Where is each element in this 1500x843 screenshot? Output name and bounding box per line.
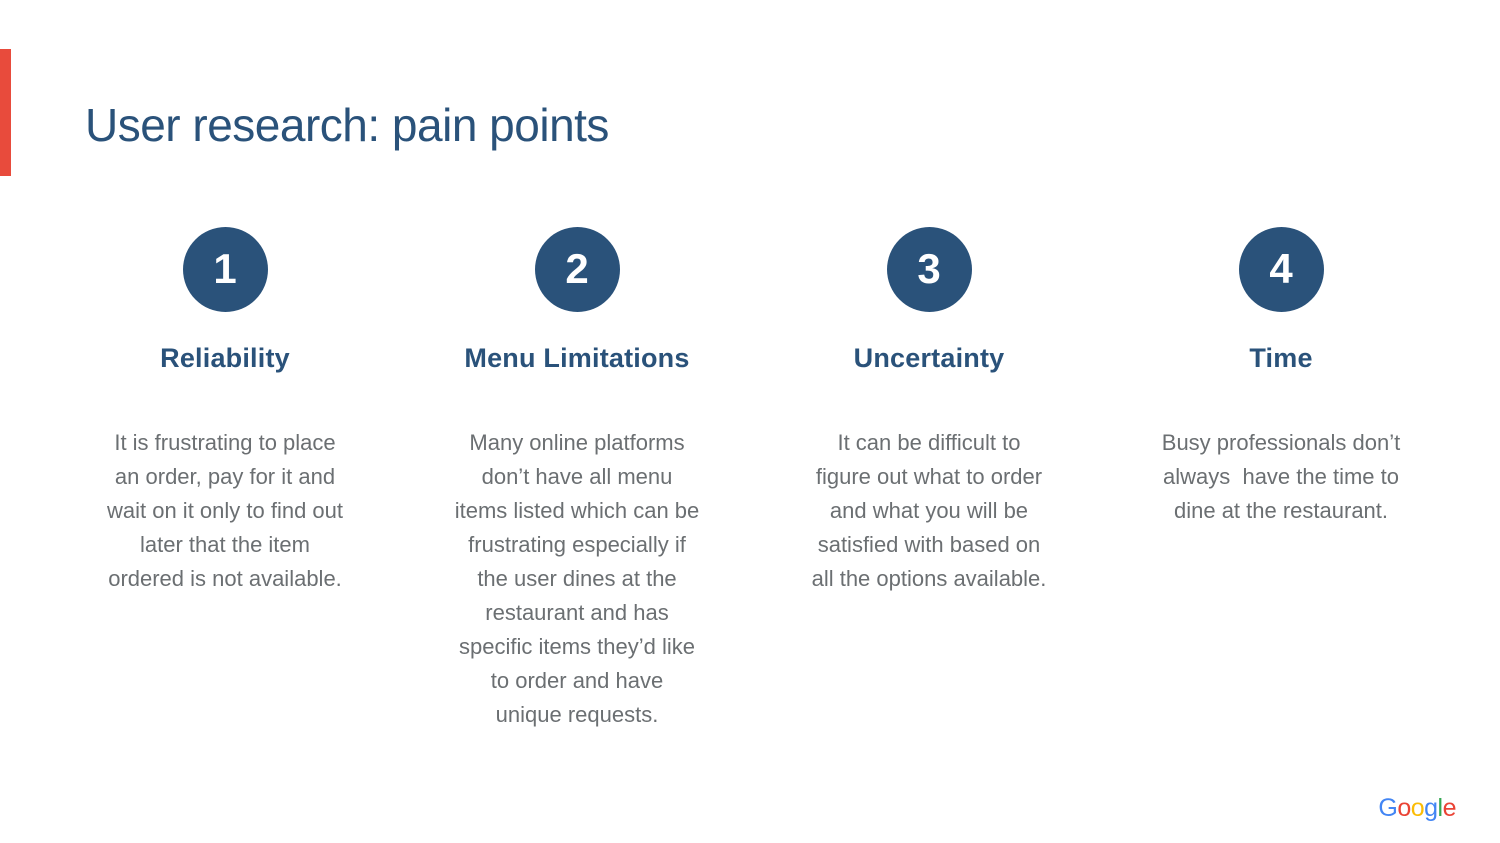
number-badge-label: 3 bbox=[917, 244, 941, 292]
google-logo-letter: e bbox=[1442, 794, 1457, 822]
pain-point-heading: Uncertainty bbox=[853, 343, 1005, 373]
google-logo-letter: l bbox=[1437, 794, 1444, 822]
pain-point-heading: Menu Limitations bbox=[464, 343, 690, 373]
pain-point-description: It is frustrating to place an order, pay… bbox=[106, 430, 344, 591]
pain-point-heading: Reliability bbox=[160, 343, 290, 373]
pain-point-description: It can be difficult to figure out what t… bbox=[811, 430, 1047, 591]
number-badge-label: 4 bbox=[1269, 244, 1293, 292]
google-logo-letter: o bbox=[1397, 794, 1411, 822]
pain-point-description: Busy professionals don’t always have the… bbox=[1161, 430, 1401, 523]
accent-bar bbox=[0, 49, 11, 176]
number-badge-label: 2 bbox=[565, 244, 589, 292]
google-logo-letter: o bbox=[1410, 794, 1425, 822]
number-badge: 2 bbox=[534, 227, 620, 312]
pain-point-column-menu-limitations: 2 Menu Limitations Many online platforms… bbox=[401, 227, 753, 732]
page-title: User research: pain points bbox=[85, 99, 609, 151]
number-badge: 3 bbox=[886, 227, 972, 312]
pain-point-column-uncertainty: 3 Uncertainty It can be difficult to fig… bbox=[753, 227, 1105, 732]
google-logo-letter: G bbox=[1378, 794, 1398, 822]
number-badge: 1 bbox=[182, 227, 268, 312]
google-logo: Google bbox=[1378, 796, 1456, 821]
number-badge: 4 bbox=[1238, 227, 1324, 312]
number-badge-label: 1 bbox=[213, 244, 237, 292]
pain-point-description: Many online platforms don’t have all men… bbox=[454, 430, 700, 727]
pain-point-column-time: 4 Time Busy professionals don’t always h… bbox=[1105, 227, 1457, 732]
pain-point-heading: Time bbox=[1249, 343, 1313, 373]
pain-point-column-reliability: 1 Reliability It is frustrating to place… bbox=[49, 227, 401, 732]
google-logo-letter: g bbox=[1424, 794, 1438, 822]
pain-points-grid: 1 Reliability It is frustrating to place… bbox=[49, 227, 1457, 732]
